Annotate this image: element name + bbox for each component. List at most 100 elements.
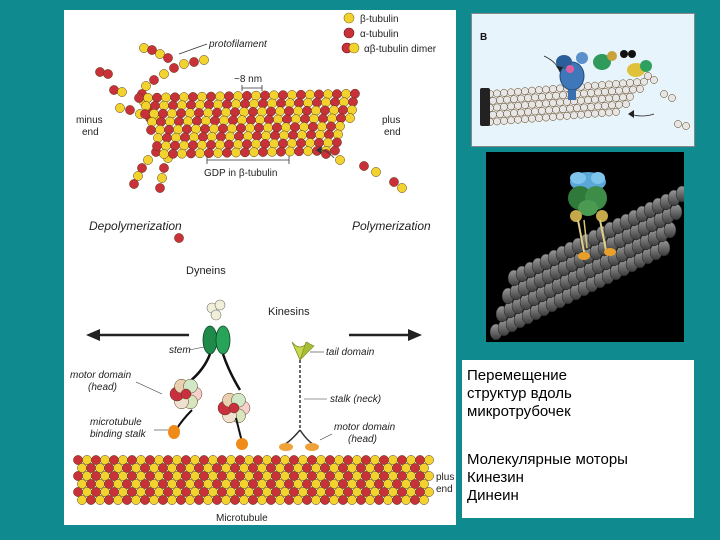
- panel-b-tubulin-bead: [507, 88, 515, 97]
- tubulin-bead: [248, 106, 258, 117]
- tubulin-bead: [276, 98, 286, 109]
- tubulin-bead: [159, 163, 169, 173]
- panel-b-tubulin-bead: [521, 101, 529, 110]
- tubulin-bead: [212, 495, 222, 505]
- tubulin-bead: [206, 91, 216, 102]
- tubulin-bead: [156, 116, 166, 127]
- panel-b-tubulin-bead: [577, 96, 585, 105]
- panel-b-tubulin-bead: [605, 108, 613, 117]
- tubulin-bead: [278, 90, 288, 100]
- panel-b-tubulin-bead: [514, 115, 522, 124]
- motor-domain-right-label-2: (head): [348, 434, 377, 445]
- tubulin-bead: [222, 147, 232, 158]
- panel-b-tubulin-bead: [605, 94, 613, 103]
- tubulin-bead: [320, 495, 330, 505]
- panel-b-tubulin-bead: [563, 111, 571, 120]
- panel-b-tubulin-bead: [535, 86, 543, 94]
- tubulin-bead: [424, 455, 434, 465]
- tubulin-bead: [269, 138, 279, 149]
- tubulin-bead: [125, 105, 135, 115]
- tubulin-bead: [281, 122, 291, 133]
- tubulin-bead: [159, 100, 169, 111]
- tubulin-bead: [169, 63, 179, 73]
- tubulin-bead: [155, 49, 165, 59]
- tubulin-bead: [347, 495, 357, 505]
- legend-dimer-beta-dot: [348, 42, 360, 54]
- panel-b-free-dimer: [644, 72, 652, 80]
- panel-b-tubulin-bead: [528, 100, 536, 109]
- panel-b-tubulin-bead: [549, 99, 557, 107]
- panel-b-tubulin-bead: [503, 95, 511, 104]
- legend-beta-label: β-tubulin: [360, 14, 399, 25]
- tubulin-bead: [251, 139, 261, 149]
- tubulin-bead: [293, 495, 303, 505]
- tubulin-bead: [137, 163, 147, 173]
- tubulin-bead: [338, 495, 348, 505]
- tubulin-bead: [216, 131, 226, 142]
- tubulin-bead: [152, 141, 162, 151]
- tubulin-bead: [288, 130, 298, 141]
- tubulin-bead: [86, 495, 96, 505]
- panel-b-tubulin-bead: [584, 82, 592, 91]
- tubulin-bead: [251, 90, 261, 101]
- tubulin-bead: [204, 148, 214, 158]
- tubulin-bead: [157, 173, 167, 183]
- tubulin-bead: [419, 479, 429, 489]
- panel-b-tubulin-bead: [549, 113, 557, 121]
- tubulin-bead: [179, 92, 189, 102]
- tubulin-bead: [255, 114, 265, 125]
- panel-b-tubulin-bead: [500, 103, 508, 111]
- panel-b-tubulin-bead: [500, 117, 508, 125]
- panel-b-tubulin-bead: [528, 86, 536, 95]
- panel-b-label: B: [480, 32, 487, 43]
- tubulin-bead: [131, 495, 141, 505]
- panel-b-tubulin-bead: [542, 99, 550, 108]
- tubulin-bead: [248, 495, 258, 505]
- tubulin-bead: [149, 75, 159, 85]
- tubulin-bead: [419, 495, 429, 505]
- tubulin-bead: [167, 108, 177, 119]
- tubulin-bead: [327, 113, 337, 124]
- tubulin-bead: [249, 147, 259, 158]
- tubulin-bead: [161, 92, 171, 103]
- motor-domain-label-2: (head): [88, 382, 117, 393]
- panel-b-tubulin-bead: [538, 106, 546, 115]
- tubulin-bead: [249, 98, 259, 109]
- tubulin-bead: [267, 146, 277, 157]
- tubulin-bead: [335, 155, 345, 165]
- tubulin-bead: [146, 125, 156, 135]
- panel-b-tubulin-bead: [622, 86, 630, 94]
- panel-b-free-dimer: [650, 76, 658, 84]
- tubulin-bead: [359, 161, 369, 171]
- tubulin-bead: [330, 97, 340, 108]
- tubulin-bead: [174, 233, 184, 243]
- minus-end-label: minus: [76, 115, 103, 126]
- tubulin-bead: [191, 124, 201, 134]
- dyneins-label: Dyneins: [186, 265, 226, 277]
- tubulin-bead: [297, 130, 307, 140]
- tubulin-bead: [213, 148, 223, 158]
- mt-binding-label-2: binding stalk: [90, 429, 147, 440]
- panel-b-tubulin-bead: [612, 94, 620, 102]
- tubulin-bead: [332, 137, 342, 148]
- panel-b-tubulin-bead: [489, 96, 497, 105]
- tubulin-bead: [188, 140, 198, 151]
- tubulin-bead: [153, 133, 163, 143]
- tubulin-bead: [231, 99, 241, 110]
- dynein-molecule: [168, 299, 251, 450]
- tubulin-bead: [383, 495, 393, 505]
- panel-b-tubulin-bead: [559, 91, 567, 100]
- tubulin-bead: [326, 121, 336, 132]
- motor-domain-right-label: motor domain: [334, 422, 396, 433]
- tubulin-bead: [296, 138, 306, 148]
- panel-b-tubulin-bead: [629, 85, 637, 94]
- tubulin-bead: [201, 116, 211, 126]
- panel-b-tubulin-bead: [507, 116, 515, 125]
- tubulin-bead: [231, 147, 241, 158]
- tubulin-bead: [134, 93, 144, 103]
- panel-b-tubulin-bead: [612, 80, 620, 88]
- panel-b-tubulin-bead: [500, 89, 508, 97]
- tubulin-bead: [252, 131, 262, 141]
- tubulin-bead: [291, 114, 301, 124]
- tubulin-bead: [122, 495, 132, 505]
